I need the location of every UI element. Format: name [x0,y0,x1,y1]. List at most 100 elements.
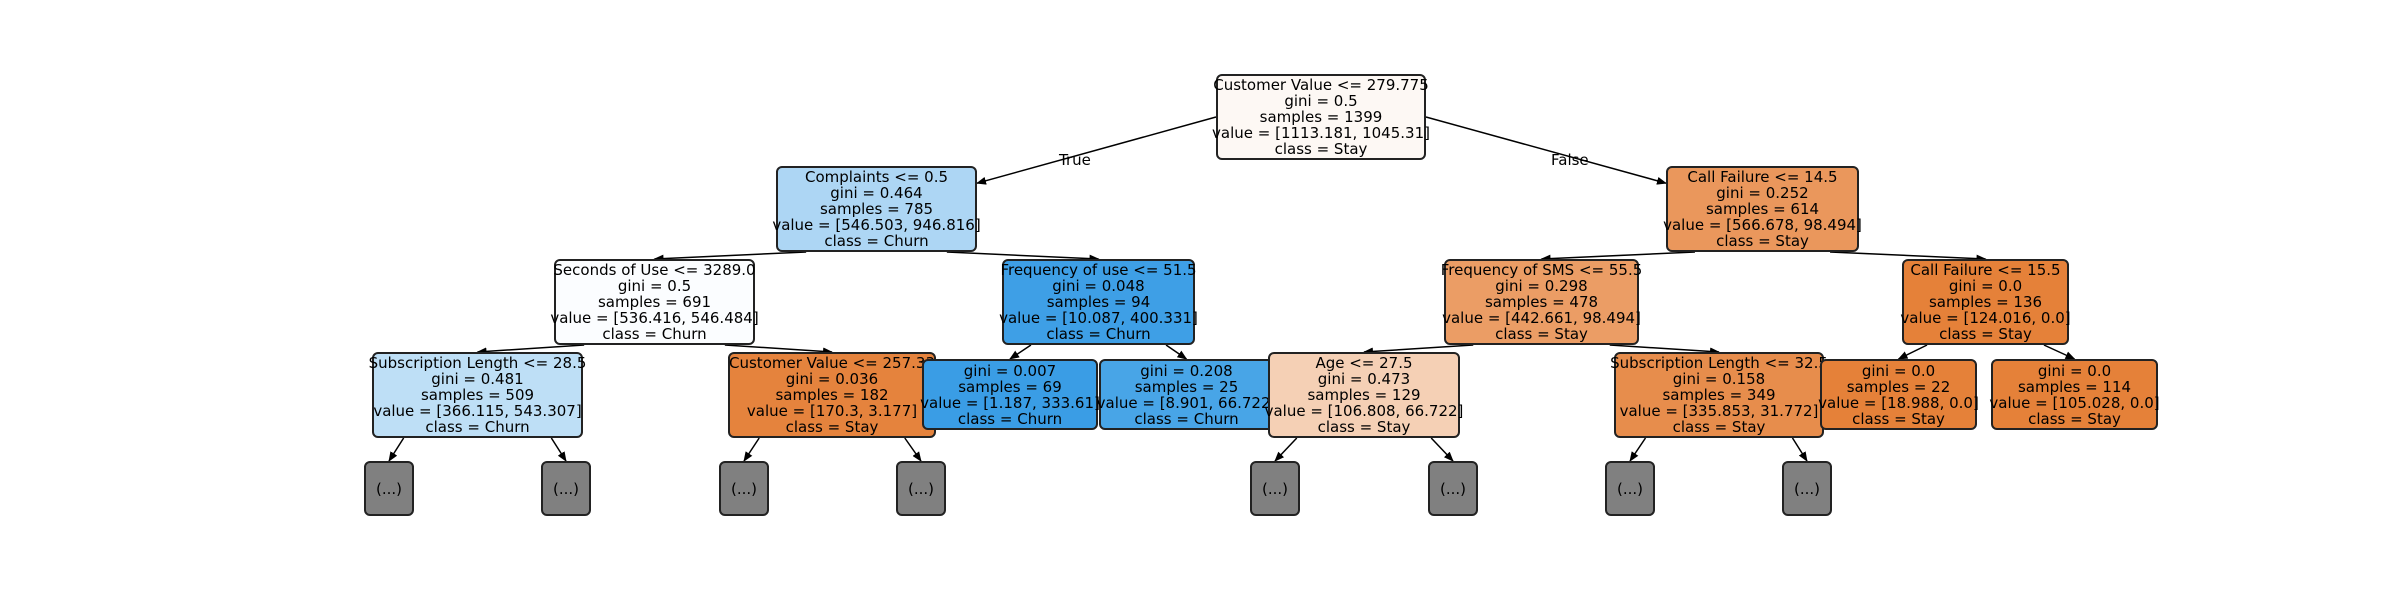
node-text-line: samples = 129 [1307,386,1421,404]
tree-edge [1425,116,1667,185]
node-text-line: value = [8.901, 66.722] [1096,393,1277,412]
node-text-line: value = [170.3, 3.177] [746,402,918,420]
truncated-subtree: (...) [541,461,591,516]
node-text-line: Customer Value <= 279.775 [1213,76,1429,94]
node-text-line: value = [106.808, 66.722] [1264,402,1464,420]
node-text-line: gini = 0.5 [617,277,692,295]
node-text-line: Complaints <= 0.5 [804,168,949,186]
node-text-line: (...) [1261,479,1288,498]
node-text-line: class = Stay [1716,232,1809,250]
node-text-line: class = Stay [1672,418,1766,436]
node-text-line: gini = 0.473 [1317,370,1411,388]
node-text-line: class = Churn [824,232,929,250]
tree-edge [1540,251,1695,263]
node-text-line: gini = 0.007 [963,361,1057,380]
node-text-line: samples = 114 [2017,377,2132,396]
node-text-line: gini = 0.5 [1284,92,1358,110]
node-text-line: samples = 785 [819,200,934,218]
tree-edge [1363,344,1474,356]
node-text-line: value = [536.416, 546.484] [550,309,759,327]
node-text-line: Age <= 27.5 [1315,354,1413,372]
node-text-line: class = Churn [957,409,1063,428]
tree-edge [1430,437,1454,462]
node-text-line: class = Stay [785,418,879,436]
node-text-line: value = [124.016, 0.0] [1900,309,2071,327]
node-text-line: gini = 0.252 [1716,184,1809,202]
tree-edge [1629,437,1647,462]
node-text-line: class = Churn [425,418,530,436]
node-text-line: (...) [552,479,579,498]
node-text-line: class = Stay [1495,325,1588,343]
truncated-subtree: (...) [896,461,946,516]
node-text-line: gini = 0.0 [2037,361,2112,380]
node-text-line: class = Churn [602,325,707,343]
node-text-line: gini = 0.481 [431,370,524,388]
tree-edge [1274,437,1298,462]
node-text-line: gini = 0.208 [1140,361,1233,380]
tree-edge [743,437,760,462]
tree-edge [1165,344,1188,360]
node-text-line: samples = 478 [1484,293,1599,311]
node-text-line: value = [1.187, 333.61] [920,393,1100,412]
truncated-subtree: (...) [364,461,414,516]
node-text-line: gini = 0.0 [1948,277,2023,295]
node-text-line: value = [335.853, 31.772] [1619,402,1819,420]
tree-edge [1009,344,1032,360]
tree-edge [2043,344,2076,360]
truncated-subtree: (...) [1782,461,1832,516]
tree-edge [1609,344,1720,356]
edge-label-false: False [1551,151,1589,169]
node-text-line: gini = 0.036 [785,370,879,388]
node-text-line: Frequency of SMS <= 55.5 [1440,261,1643,279]
node-text-line: Subscription Length <= 28.5 [368,354,587,372]
node-text-line: gini = 0.0 [1861,361,1936,380]
node-text-line: samples = 691 [597,293,712,311]
tree-edge [946,251,1100,263]
node-text-line: value = [1113.181, 1045.31] [1212,124,1430,142]
truncated-subtree: (...) [1250,461,1300,516]
node-text-line: value = [566.678, 98.494] [1663,216,1862,234]
tree-edge [1897,344,1928,360]
node-text-line: gini = 0.048 [1052,277,1145,295]
node-text-line: value = [18.988, 0.0] [1818,393,1979,412]
truncated-subtree: (...) [1605,461,1655,516]
node-text-line: (...) [1793,479,1820,498]
node-text-line: class = Stay [2028,409,2121,428]
tree-edge [1791,437,1808,462]
node-text-line: class = Stay [1852,409,1945,428]
node-text-line: value = [10.087, 400.331] [999,309,1198,327]
node-text-line: gini = 0.464 [830,184,923,202]
node-text-line: (...) [1616,479,1643,498]
node-text-line: samples = 94 [1046,293,1151,311]
node-text-line: samples = 22 [1846,377,1951,396]
tree-edge [550,437,567,462]
node-text-line: class = Stay [1274,140,1368,158]
node-text-line: value = [546.503, 946.816] [772,216,981,234]
truncated-subtree: (...) [1428,461,1478,516]
node-text-line: samples = 69 [958,377,1062,396]
node-text-line: Seconds of Use <= 3289.0 [553,261,756,279]
node-text-line: Subscription Length <= 32.5 [1610,354,1828,372]
node-text-line: Customer Value <= 257.33 [729,354,935,372]
node-text-line: value = [366.115, 543.307] [373,402,582,420]
tree-edge [388,437,405,462]
node-text-line: samples = 182 [775,386,889,404]
tree-edge [476,344,585,356]
node-text-line: samples = 136 [1928,293,2043,311]
node-text-line: class = Churn [1046,325,1151,343]
tree-edge [976,116,1217,185]
edge-label-true: True [1059,151,1091,169]
